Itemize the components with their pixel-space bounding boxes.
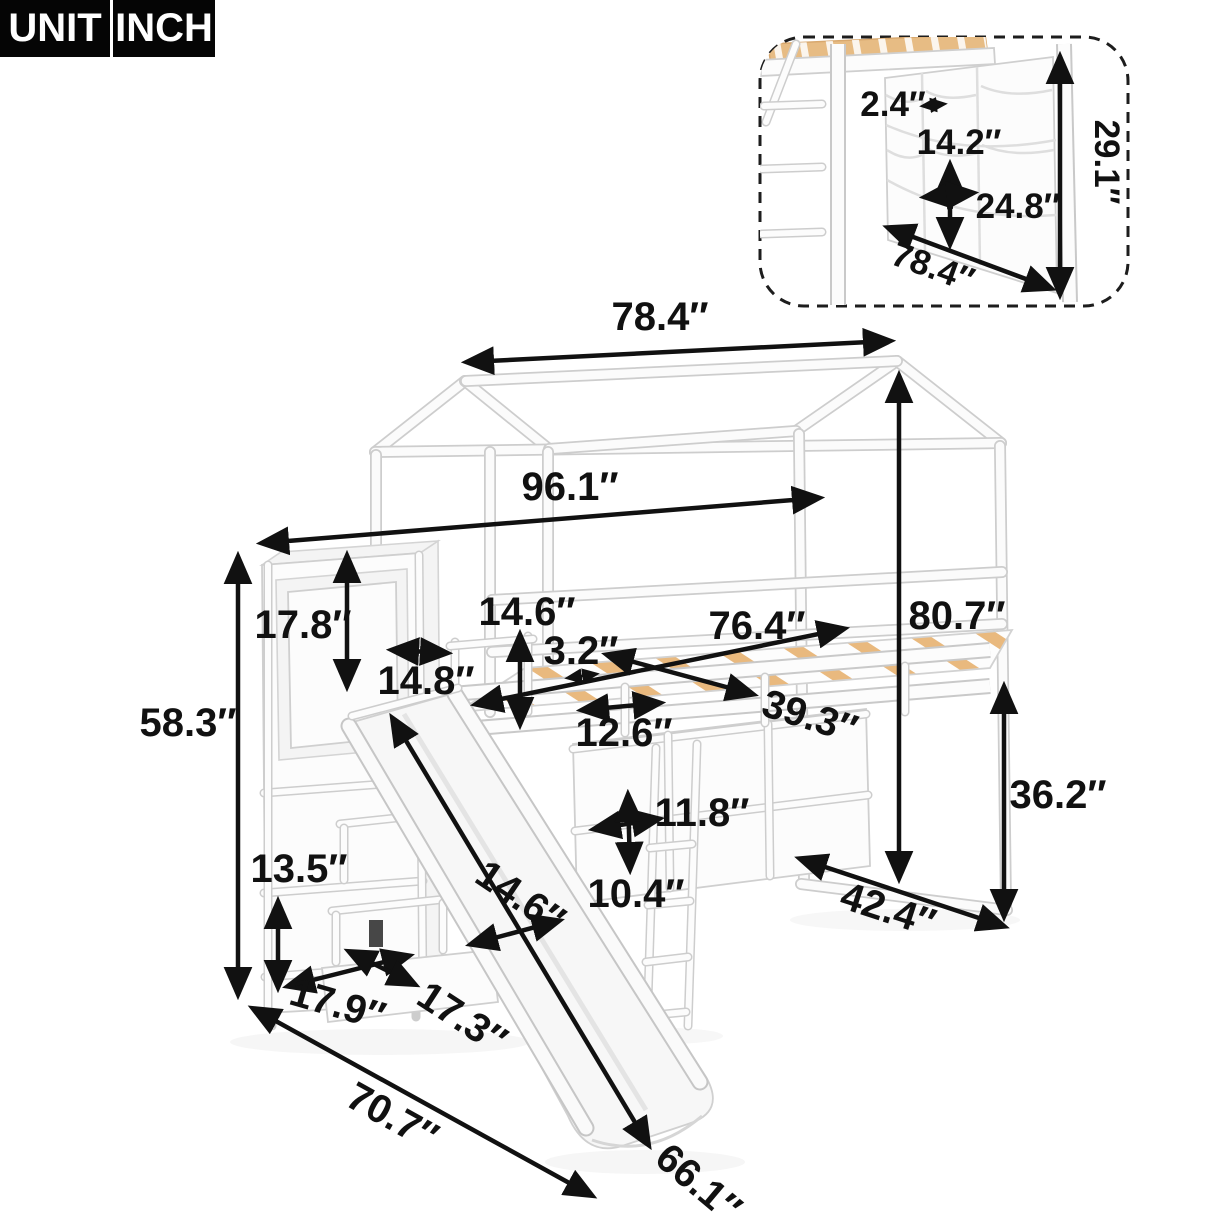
- dim-label: 14.6″: [478, 590, 575, 634]
- dim-label: 42.4″: [835, 874, 941, 946]
- dim-label: 17.8″: [254, 603, 351, 647]
- dim-label: 76.4″: [708, 604, 805, 648]
- dim-label: 29.1″: [1087, 120, 1126, 205]
- dim-label: 78.4″: [611, 295, 708, 339]
- dim-under-bed-clearance: 36.2″: [989, 680, 1107, 923]
- dim-label: 96.1″: [521, 465, 618, 509]
- main-dimensions: 78.4″ 96.1″ 17.8″ 58.3″ 14.8″ 14.6″: [139, 295, 1106, 1214]
- dim-bed-length: 76.4″: [469, 604, 851, 713]
- dim-total-length: 96.1″: [255, 465, 826, 556]
- dim-label: 11.8″: [655, 791, 750, 835]
- dim-label: 2.4″: [860, 85, 926, 124]
- dim-tower-gap: 14.8″: [377, 637, 475, 703]
- slide-lock-bracket: [369, 920, 383, 947]
- dim-label: 14.8″: [377, 659, 474, 703]
- dim-label: 12.6″: [575, 711, 672, 755]
- dim-label: 14.2″: [917, 123, 1002, 162]
- dim-headboard-height: 17.8″: [254, 549, 362, 693]
- unit-badges: UNIT INCH: [0, 0, 215, 57]
- unit-badge-label: UNIT: [0, 0, 110, 57]
- dim-label: 10.4″: [587, 872, 684, 916]
- inset-detail: 2.4″ 14.2″ 24.8″ 29.1″ 78.4″: [758, 35, 1130, 308]
- dim-shelf-spacing: 13.5″: [250, 847, 348, 994]
- dim-label: 3.2″: [544, 629, 619, 673]
- dim-label: 24.8″: [976, 187, 1061, 226]
- inch-badge-label: INCH: [113, 0, 215, 57]
- dim-overall-height: 80.7″: [884, 369, 1006, 885]
- dim-label: 66.1″: [647, 1135, 750, 1214]
- dim-roof-width: 78.4″: [460, 295, 897, 376]
- dim-label: 80.7″: [908, 594, 1005, 638]
- dim-rail-section: 12.6″: [575, 691, 673, 755]
- dim-storage-height: 29.1″: [1045, 50, 1126, 301]
- dim-tower-height: 58.3″: [139, 550, 253, 1001]
- dim-label: 58.3″: [139, 701, 236, 745]
- roof-frame: [369, 355, 1007, 458]
- dim-label: 36.2″: [1009, 773, 1106, 817]
- dim-label: 13.5″: [250, 847, 347, 891]
- dim-slat-width: 3.2″: [544, 629, 619, 684]
- dim-pocket-gap: 2.4″: [860, 85, 948, 124]
